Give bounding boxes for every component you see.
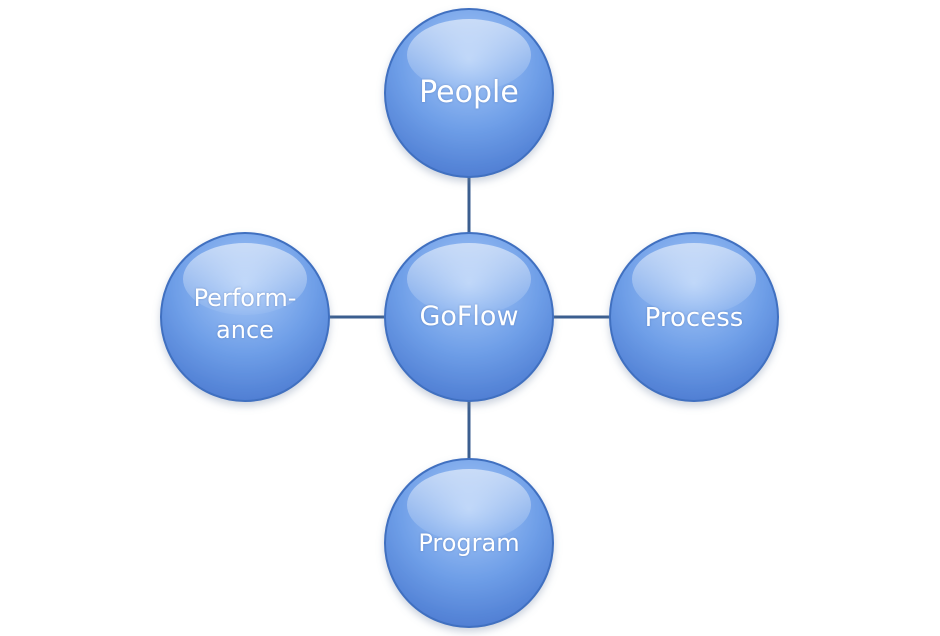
node-performance-label-line2: ance: [216, 316, 274, 345]
node-goflow[interactable]: [384, 232, 554, 402]
node-performance-label: Perform- ance: [161, 282, 329, 347]
node-process[interactable]: [609, 232, 779, 402]
node-performance-label-line1: Perform-: [193, 284, 297, 312]
node-people[interactable]: [384, 8, 554, 178]
node-program-label: Program: [418, 529, 520, 557]
node-process-label: Process: [644, 303, 744, 333]
node-goflow-label: GoFlow: [419, 301, 519, 332]
node-program[interactable]: [384, 458, 554, 628]
node-people-label: People: [419, 75, 519, 110]
node-performance[interactable]: [160, 232, 330, 402]
